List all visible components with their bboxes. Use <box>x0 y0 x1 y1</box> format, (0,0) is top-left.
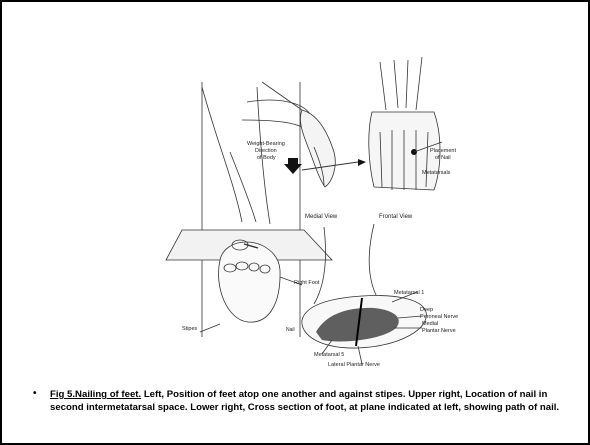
right-foot-outline <box>219 242 281 322</box>
caption-bullet: • <box>33 388 37 399</box>
label-peroneal-nerve: Peroneal Nerve <box>420 314 458 320</box>
label-frontal-view: Frontal View <box>379 214 412 220</box>
label-deep: Deep <box>420 307 433 313</box>
label-metatarsal-1: Metatarsal 1 <box>394 290 424 296</box>
frontal-view-tibia <box>380 57 422 110</box>
left-leg-outline <box>202 87 242 222</box>
label-right-foot: Right Foot <box>294 280 319 286</box>
label-stipes: Stipes <box>182 326 197 332</box>
medial-view-leg <box>247 100 310 114</box>
label-of-nail: of Nail <box>435 155 451 161</box>
label-metatarsal-5: Metatarsal 5 <box>314 352 344 358</box>
caption-title: Fig 5.Nailing of feet. <box>50 389 141 400</box>
cross-section-leg <box>314 224 380 304</box>
label-medial-view: Medial View <box>305 214 337 220</box>
label-nail: Nail <box>286 327 295 333</box>
label-direction: Direction <box>255 148 277 154</box>
label-lateral-plantar-nerve: Lateral Plantar Nerve <box>328 362 380 368</box>
medial-view-foot-bones <box>300 110 335 187</box>
weight-bearing-arrow <box>284 158 302 174</box>
figure-caption: Fig 5.Nailing of feet. Left, Position of… <box>50 388 570 414</box>
label-medial: Medial <box>422 321 438 327</box>
nailing-of-feet-illustration <box>2 2 588 382</box>
label-metatarsals: Metatarsals <box>422 170 450 176</box>
label-placement: Placement <box>430 148 456 154</box>
label-plantar-nerve: Plantar Nerve <box>422 328 456 334</box>
label-of-body: of Body <box>257 155 276 161</box>
label-weight-bearing: Weight-Bearing <box>247 141 285 147</box>
